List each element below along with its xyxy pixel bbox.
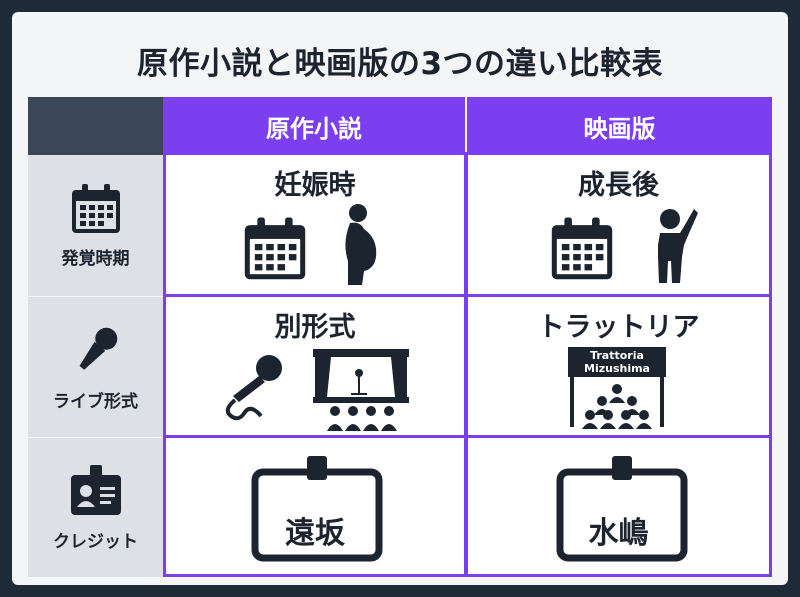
microphone-icon — [225, 355, 282, 421]
credit-name-novel: 遠坂 — [285, 516, 345, 551]
stage-audience-icon — [313, 349, 409, 431]
column-header-novel: 原作小説 — [163, 97, 465, 155]
cell-credit-novel: 遠坂 — [163, 435, 467, 577]
page-title: 原作小説と映画版の3つの違い比較表 — [136, 46, 664, 82]
cell-text-timing-novel: 妊娠時 — [274, 170, 356, 201]
comparison-table: 原作小説 映画版 発覚時期 ライブ形式 — [28, 97, 772, 577]
calendar-icon — [244, 217, 306, 280]
cell-live-movie: トラットリア Trattoria Mizushima — [465, 294, 772, 440]
table-corner — [28, 97, 163, 155]
credit-name-movie: 水嶋 — [588, 516, 649, 551]
microphone-icon — [79, 327, 117, 370]
calendar-icon — [71, 184, 120, 233]
name-badge-icon — [251, 456, 383, 562]
child-waving-icon — [658, 209, 698, 283]
pregnant-woman-icon — [345, 204, 377, 285]
row-header-live-format: ライブ形式 — [28, 297, 163, 437]
cell-text-timing-movie: 成長後 — [578, 170, 659, 201]
row-label-timing: 発覚時期 — [61, 249, 130, 269]
cell-text-live-movie: トラットリア — [537, 312, 700, 343]
name-badge-icon — [556, 456, 688, 562]
sign-line-2: Mizushima — [584, 362, 650, 375]
cell-text-live-novel: 別形式 — [274, 312, 356, 343]
row-header-timing: 発覚時期 — [28, 155, 163, 296]
row-header-credit: クレジット — [28, 438, 163, 577]
row-label-live-format: ライブ形式 — [53, 391, 138, 412]
column-header-movie: 映画版 — [467, 97, 772, 155]
calendar-icon — [551, 217, 613, 280]
row-label-credit: クレジット — [53, 532, 138, 552]
sign-line-1: Trattoria — [590, 349, 644, 362]
id-badge-icon — [70, 465, 121, 515]
cell-timing-novel: 妊娠時 — [163, 152, 467, 299]
cell-timing-movie: 成長後 — [465, 152, 772, 299]
trattoria-sign-icon: Trattoria Mizushima — [568, 347, 666, 429]
cell-credit-movie: 水嶋 — [465, 435, 772, 577]
cell-live-novel: 別形式 — [163, 294, 467, 440]
